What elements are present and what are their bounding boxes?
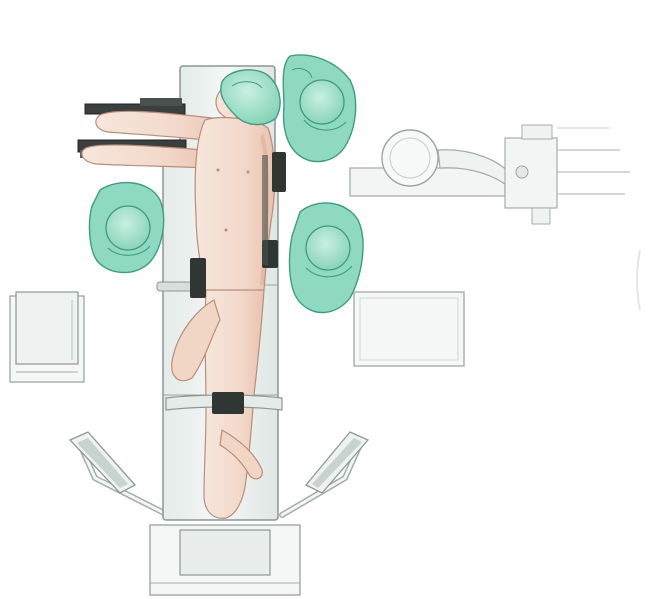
staff-right (290, 203, 364, 313)
left-leg-support (70, 432, 168, 515)
monitor-icon (354, 292, 464, 366)
surgical-staff-icon (283, 55, 355, 162)
base-unit (150, 525, 300, 595)
staff-left (90, 183, 164, 273)
wall-edge (637, 250, 640, 310)
right-leg-support (282, 432, 368, 515)
instrument-cart (10, 292, 84, 382)
c-arm-icon (350, 125, 630, 224)
